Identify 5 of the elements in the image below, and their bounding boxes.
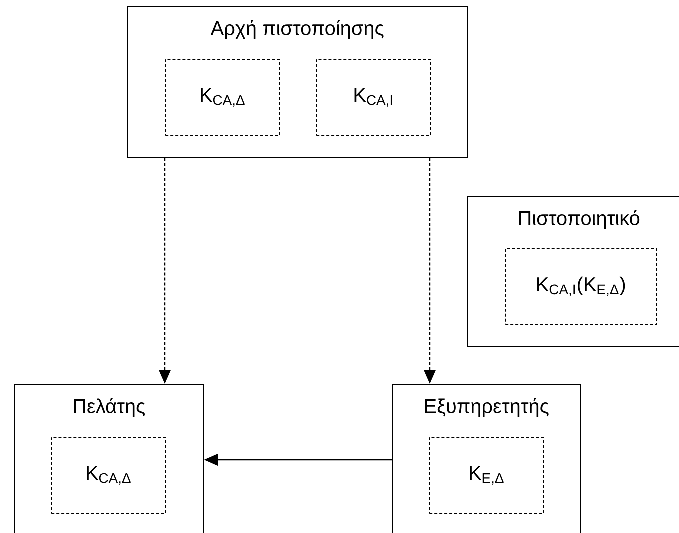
key-box: K$_{CA,Δ}$ xyxy=(165,59,280,136)
key-box: K$_{CA,Δ}$ xyxy=(51,437,166,514)
key-box: K$_{CA,I}$ xyxy=(316,59,432,136)
key-box: K$_{E,Δ}$ xyxy=(429,437,544,514)
key-box: K$_{CA,I}$(K$_{E,Δ}$) xyxy=(505,248,658,326)
